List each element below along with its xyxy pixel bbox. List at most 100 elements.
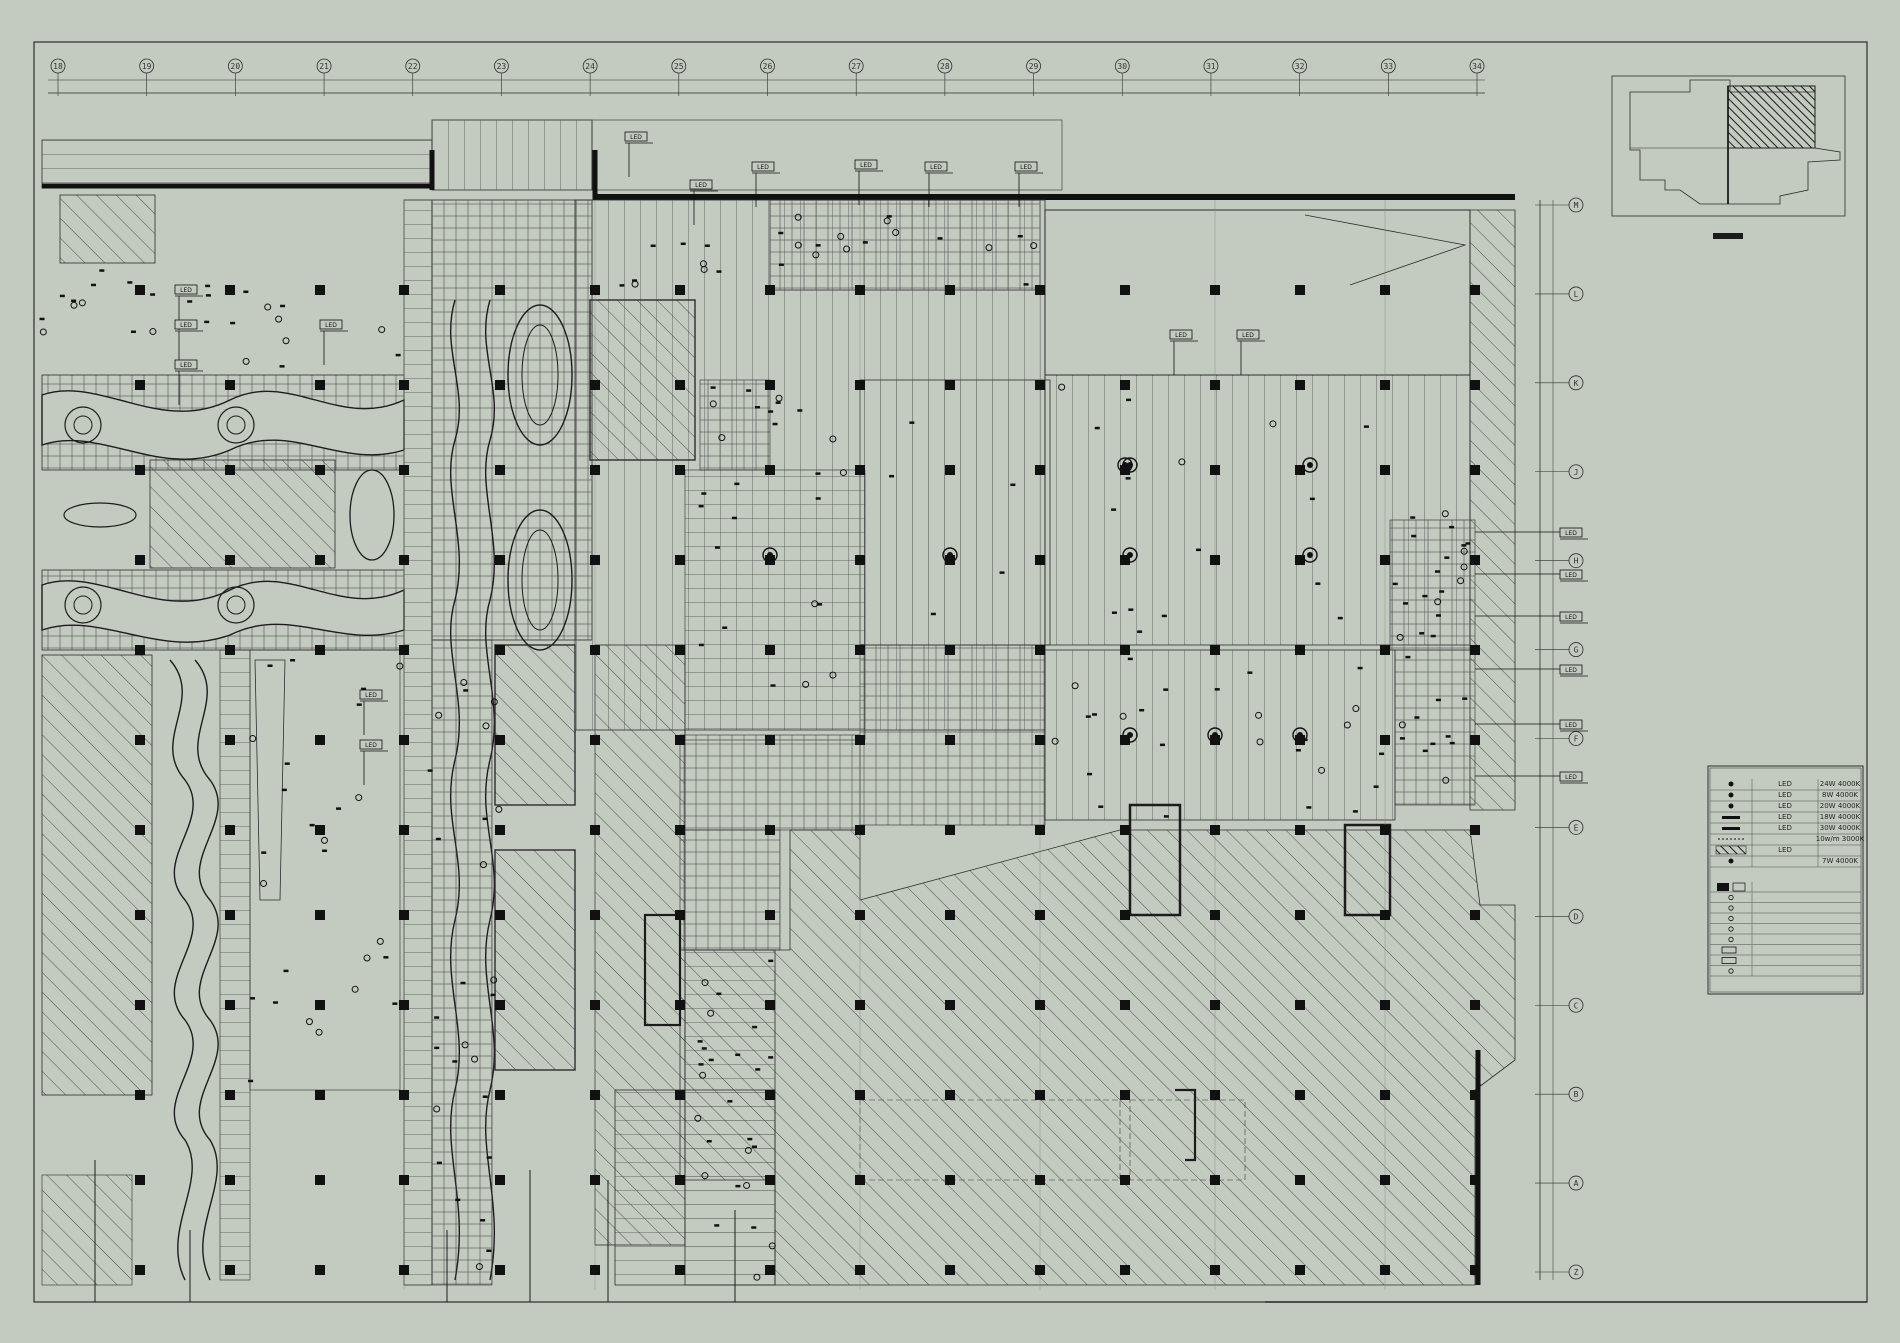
column bbox=[1035, 910, 1045, 920]
hatched-quadrant-icon bbox=[1727, 85, 1816, 149]
strip-light-icon bbox=[1357, 666, 1363, 670]
strip-light-icon bbox=[751, 1226, 757, 1229]
fixture-tag: LED bbox=[1169, 329, 1198, 375]
strip-light-icon bbox=[710, 386, 716, 389]
strip-light-icon bbox=[1449, 525, 1455, 529]
column bbox=[315, 465, 325, 475]
fixture-tag-label: LED bbox=[180, 287, 192, 294]
column bbox=[1210, 825, 1220, 835]
fixture-tag-label: LED bbox=[630, 134, 642, 141]
axis-bubble-F: F bbox=[1535, 731, 1584, 746]
strip-light-icon bbox=[1017, 234, 1023, 238]
access-panel-icon bbox=[1728, 968, 1734, 974]
downlight-icon bbox=[396, 662, 404, 670]
column bbox=[590, 285, 600, 295]
axis-bubble-J: J bbox=[1535, 464, 1584, 480]
legend-spec: 30W 4000K bbox=[1820, 824, 1861, 832]
speaker-icon bbox=[1728, 926, 1734, 932]
pendant-core bbox=[1122, 462, 1128, 468]
column bbox=[590, 1090, 600, 1100]
column bbox=[765, 825, 775, 835]
strip-light-icon bbox=[463, 689, 469, 692]
axis-label: 20 bbox=[231, 62, 241, 71]
column bbox=[945, 1175, 955, 1185]
fixture-tag: LED bbox=[1475, 611, 1588, 624]
downlight-icon bbox=[479, 861, 487, 869]
pendant-light-icon bbox=[1122, 547, 1138, 563]
axis-bubble-21: 21 bbox=[316, 58, 332, 96]
column bbox=[855, 645, 865, 655]
column bbox=[855, 825, 865, 835]
column bbox=[1380, 555, 1390, 565]
strip-light-icon bbox=[770, 684, 776, 687]
strip-light-icon bbox=[452, 1060, 458, 1063]
axis-bubble-20: 20 bbox=[227, 58, 243, 96]
strip-light-icon bbox=[1722, 827, 1740, 830]
downlight-icon bbox=[435, 711, 443, 719]
column bbox=[1295, 465, 1305, 475]
column bbox=[495, 285, 505, 295]
fixture-tag: LED bbox=[319, 319, 348, 365]
column bbox=[765, 910, 775, 920]
strip-light-icon bbox=[1247, 671, 1253, 674]
column bbox=[1295, 1090, 1305, 1100]
downlight-icon bbox=[839, 469, 847, 477]
axis-bubble-26: 26 bbox=[760, 58, 775, 96]
column bbox=[765, 645, 775, 655]
downlight-icon bbox=[461, 1041, 469, 1049]
column bbox=[765, 1265, 775, 1275]
strip-light-icon bbox=[435, 837, 441, 841]
strip-light-icon bbox=[130, 330, 136, 334]
strip-light-icon bbox=[1449, 741, 1455, 745]
strip-light-icon bbox=[434, 1016, 440, 1019]
downlight-icon bbox=[1051, 737, 1059, 745]
downlight-icon bbox=[699, 1071, 707, 1079]
column bbox=[765, 1175, 775, 1185]
column bbox=[1210, 1265, 1220, 1275]
fixture-tag: LED bbox=[1475, 771, 1588, 784]
column bbox=[765, 555, 775, 565]
strip-light-icon bbox=[1462, 697, 1468, 700]
strip-light-icon bbox=[1352, 810, 1358, 813]
strip-light-icon bbox=[486, 1249, 492, 1252]
strip-light-icon bbox=[731, 516, 737, 520]
strip-light-icon bbox=[205, 284, 211, 288]
fixture-tag-label: LED bbox=[1175, 332, 1187, 339]
strip-light-icon bbox=[708, 1058, 714, 1062]
strip-light-icon bbox=[1023, 283, 1029, 286]
column bbox=[675, 1000, 685, 1010]
strip-light-icon bbox=[1161, 614, 1167, 618]
downlight-icon bbox=[282, 337, 290, 345]
pendant-light-icon bbox=[1117, 457, 1133, 473]
strip-light-icon bbox=[283, 969, 289, 973]
strip-light-icon bbox=[1085, 715, 1091, 718]
downlight-icon bbox=[802, 680, 810, 688]
structural-columns bbox=[135, 285, 1480, 1275]
strip-light-icon bbox=[322, 849, 328, 853]
column bbox=[495, 1265, 505, 1275]
strip-light-icon bbox=[1422, 594, 1428, 598]
column bbox=[1470, 910, 1480, 920]
strip-light-icon bbox=[815, 497, 821, 500]
column bbox=[590, 1175, 600, 1185]
key-plan bbox=[1611, 75, 1846, 239]
column bbox=[590, 465, 600, 475]
downlight-icon bbox=[433, 1105, 441, 1113]
hatch-panel-icon bbox=[1715, 845, 1747, 855]
column bbox=[590, 825, 600, 835]
strip-light-icon bbox=[290, 659, 296, 662]
strip-light-icon bbox=[1309, 497, 1315, 501]
strip-light-icon bbox=[937, 237, 943, 240]
strip-light-icon bbox=[755, 406, 761, 409]
column bbox=[1470, 465, 1480, 475]
strip-light-icon bbox=[722, 626, 728, 629]
strip-light-icon bbox=[1315, 582, 1321, 585]
equipment-row bbox=[1710, 903, 1861, 914]
axis-label: M bbox=[1574, 201, 1579, 210]
column bbox=[1210, 910, 1220, 920]
